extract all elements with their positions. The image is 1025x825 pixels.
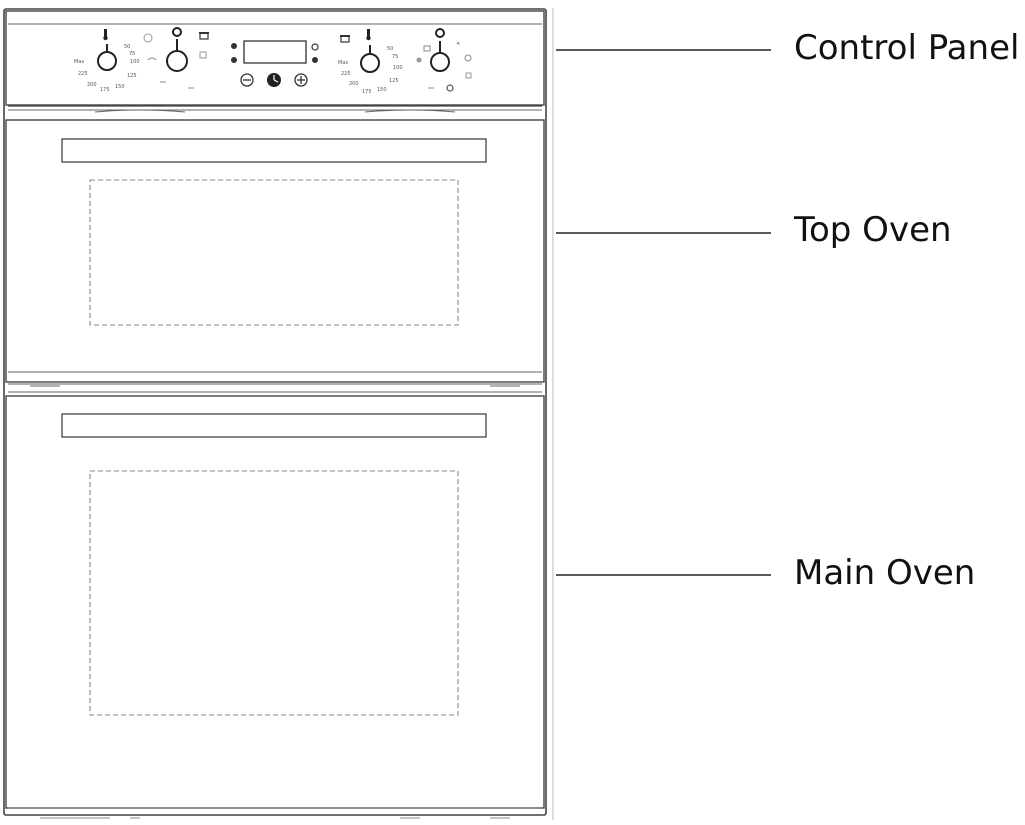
- svg-text:200: 200: [87, 82, 97, 88]
- main-oven-handle: [61, 413, 487, 438]
- oven-function-icon: [340, 35, 350, 43]
- svg-text:Max: Max: [338, 60, 348, 66]
- top-oven-handle: [61, 138, 487, 163]
- clock-icon: [267, 73, 281, 87]
- svg-text:Max: Max: [74, 59, 84, 65]
- oven-separator: [8, 383, 542, 393]
- top-oven-function-knob: [143, 27, 209, 89]
- timer-display: [243, 40, 307, 64]
- control-panel: 50 75 100 125 150 175 200 225 Max: [5, 10, 545, 113]
- bell-icon: [231, 43, 237, 63]
- svg-text:150: 150: [377, 87, 387, 93]
- svg-text:✳: ✳: [456, 41, 460, 47]
- svg-text:50: 50: [124, 44, 130, 50]
- thermometer-icon: [103, 29, 108, 41]
- svg-text:100: 100: [130, 59, 140, 65]
- plus-icon: [294, 73, 308, 87]
- top-oven-label: Top Oven: [794, 210, 952, 250]
- oven-outer-frame: [3, 8, 554, 820]
- svg-text:175: 175: [100, 87, 110, 93]
- main-oven-temperature-knob: 50 75 100 125 150 175 200 225 Max: [338, 29, 403, 95]
- minus-icon: [240, 73, 254, 87]
- main-oven-window: [89, 470, 459, 716]
- svg-text:125: 125: [389, 78, 399, 84]
- main-oven-label: Main Oven: [794, 553, 976, 593]
- svg-text:225: 225: [341, 71, 351, 77]
- svg-text:175: 175: [362, 89, 372, 95]
- top-oven-window: [89, 179, 459, 326]
- top-oven-door: [5, 119, 545, 383]
- svg-text:200: 200: [349, 81, 359, 87]
- oven-function-icon: [199, 32, 209, 40]
- svg-text:225: 225: [78, 71, 88, 77]
- svg-text:50: 50: [387, 46, 393, 52]
- timer-display-group: [231, 40, 319, 87]
- main-oven-function-knob: ✳: [416, 28, 472, 92]
- control-panel-label: Control Panel: [794, 28, 1020, 68]
- svg-text:125: 125: [127, 73, 137, 79]
- thermometer-icon: [366, 29, 371, 41]
- svg-text:75: 75: [129, 51, 135, 57]
- svg-text:150: 150: [115, 84, 125, 90]
- svg-text:100: 100: [393, 65, 403, 71]
- top-oven-temperature-knob: 50 75 100 125 150 175 200 225 Max: [74, 29, 140, 93]
- control-panel-body: [5, 10, 545, 106]
- main-oven-door: [5, 395, 545, 819]
- svg-text:75: 75: [392, 54, 398, 60]
